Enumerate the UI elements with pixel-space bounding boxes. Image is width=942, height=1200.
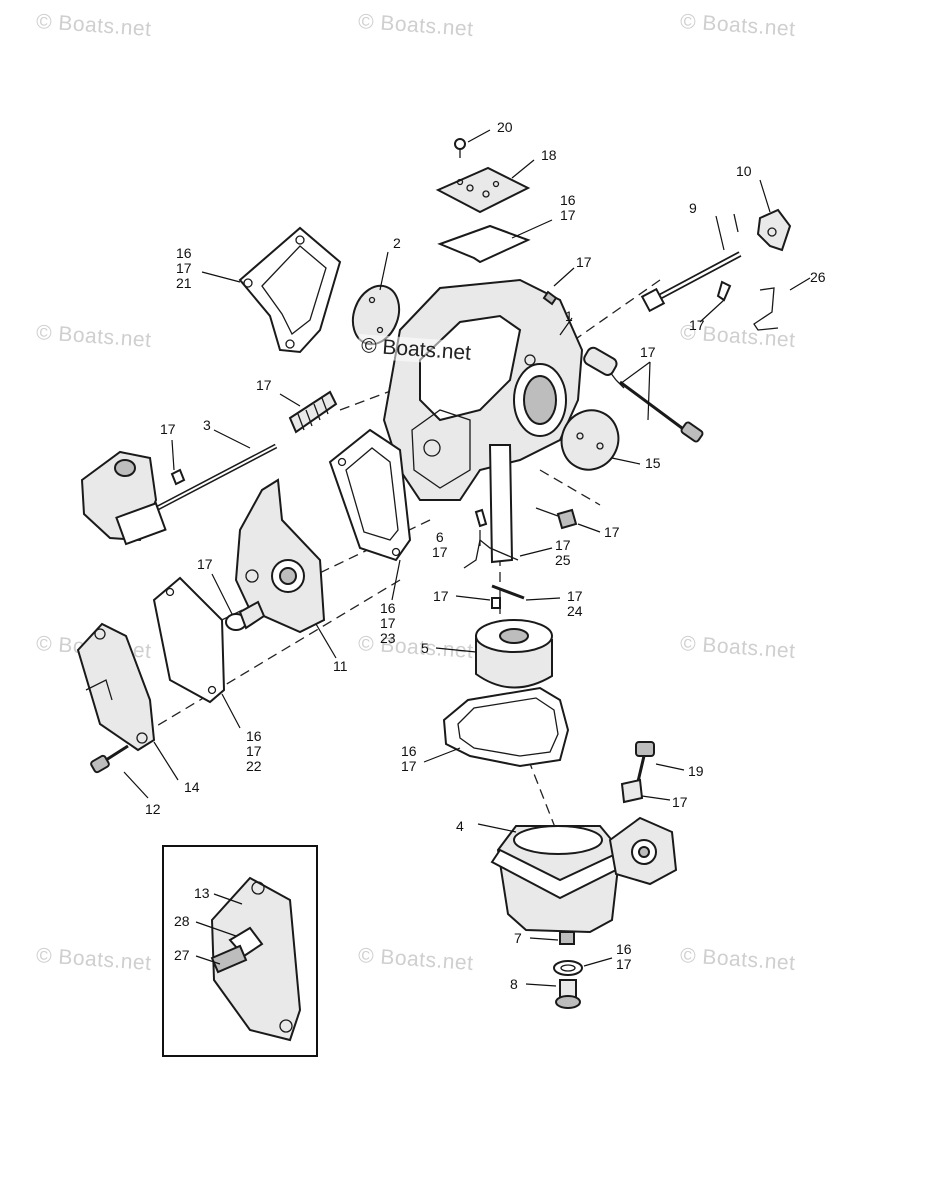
- part-2-throttle-plate: [351, 284, 401, 346]
- callout-5: 5: [421, 640, 429, 656]
- callout-4: 4: [456, 818, 464, 834]
- idle-screw-spring: [583, 346, 704, 443]
- callout-7: 7: [514, 930, 522, 946]
- leader-lines: [123, 129, 811, 987]
- float-bowl-gasket: [442, 686, 570, 768]
- part-17-screw: [556, 508, 578, 530]
- part-26-link: [753, 287, 779, 331]
- part-3-choke-shaft: [80, 443, 278, 546]
- callout-1: 1: [565, 308, 573, 324]
- part-4-float-bowl: [490, 816, 678, 934]
- alignment-line: [149, 579, 401, 731]
- callout-27: 27: [174, 947, 190, 963]
- part-24-pin: [491, 584, 525, 600]
- callout-15: 15: [645, 455, 661, 471]
- part-17-valve: [491, 597, 501, 609]
- part-16-washer: [553, 960, 583, 976]
- part-20-screw: [454, 138, 466, 158]
- callout-11: 11: [333, 658, 348, 674]
- callout-19: 19: [688, 763, 704, 779]
- part-5-float: [475, 619, 553, 689]
- callout-17-spring-left: 17: [256, 377, 272, 393]
- part-21-gasket: [238, 226, 342, 354]
- part-8-drain-screw: [555, 979, 581, 1009]
- part-17-clip: [542, 290, 558, 306]
- callout-17-small: 17: [433, 588, 449, 604]
- callout-28: 28: [174, 913, 190, 929]
- callout-12: 12: [145, 801, 161, 817]
- part-11-fuel-pump: [234, 478, 326, 634]
- callout-10: 10: [736, 163, 752, 179]
- callout-17-spring-bottom: 17: [672, 794, 688, 810]
- gasket: [437, 224, 531, 264]
- callout-17-screw-right: 17: [604, 524, 620, 540]
- callout-17-plug: 17: [197, 556, 213, 572]
- part-17-screw: [170, 468, 186, 486]
- alignment-line: [539, 469, 601, 506]
- part-7-plug: [559, 931, 575, 945]
- part-9-throttle-shaft: [640, 213, 742, 313]
- part-14-cover: [76, 622, 156, 752]
- spring-left: [288, 390, 338, 434]
- callout-17-spring: 17: [640, 344, 656, 360]
- callout-2: 2: [393, 235, 401, 251]
- plunger-spring: [225, 600, 266, 631]
- part-17-screw: [716, 280, 732, 302]
- inset-detail-box: [162, 845, 318, 1057]
- callout-13: 13: [194, 885, 210, 901]
- callout-20: 20: [497, 119, 513, 135]
- part-18-cover-plate: [435, 166, 531, 214]
- callout-17: 17: [576, 254, 592, 270]
- callout-26: 26: [810, 269, 826, 285]
- callout-14: 14: [184, 779, 200, 795]
- part-6-pin: [474, 508, 488, 528]
- part-15-throttle-plate: [560, 409, 620, 471]
- inset-detail-drawing: [210, 876, 302, 1042]
- part-19-screw: [620, 741, 655, 804]
- callout-17-shaft: 17: [689, 317, 705, 333]
- part-23-gasket: [328, 428, 412, 562]
- part-12-screw: [90, 744, 129, 774]
- callout-3: 3: [203, 417, 211, 433]
- callout-18: 18: [541, 147, 557, 163]
- part-22-gasket: [152, 576, 226, 704]
- callout-8: 8: [510, 976, 518, 992]
- part-10-lever: [756, 208, 792, 252]
- callout-17-screw: 17: [160, 421, 176, 437]
- callout-9: 9: [689, 200, 697, 216]
